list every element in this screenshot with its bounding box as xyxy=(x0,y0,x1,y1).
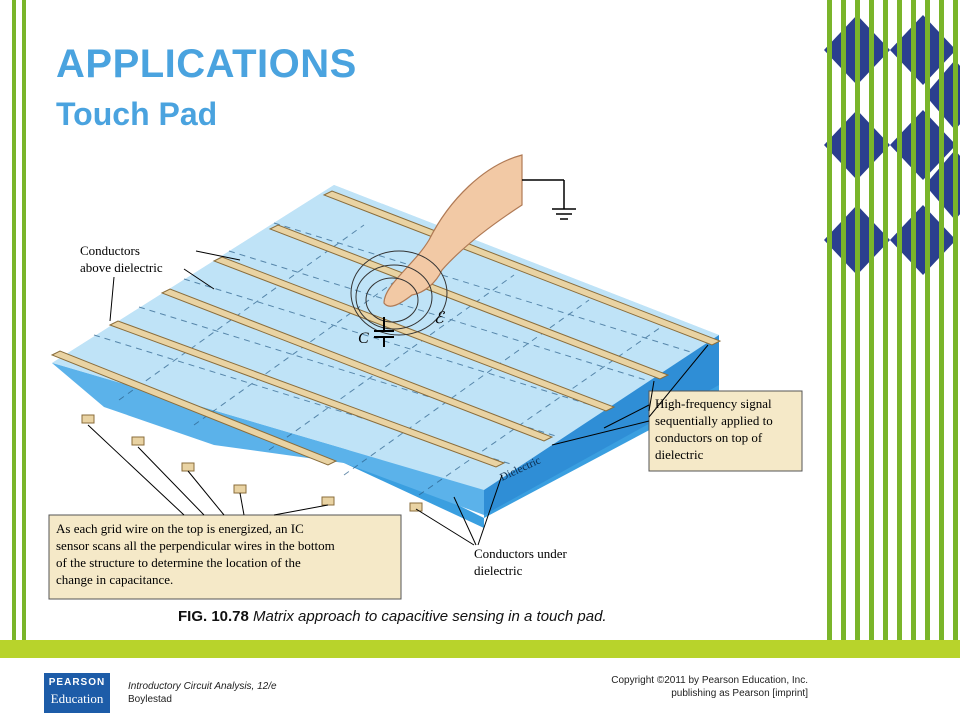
copyright-line-2: publishing as Pearson [imprint] xyxy=(671,688,808,699)
touch-pad-figure: C ℰ Dielectric Conductors above dielectr… xyxy=(44,145,816,610)
decorative-pattern xyxy=(815,0,960,640)
copyright: Copyright ©2011 by Pearson Education, In… xyxy=(611,674,808,700)
conductors-above-label-2: above dielectric xyxy=(80,260,163,275)
dielectric-front xyxy=(484,335,719,515)
signal-label-2: sequentially applied to xyxy=(655,413,773,428)
book-title: Introductory Circuit Analysis, 12/e xyxy=(128,681,277,692)
conductors-under-label-1: Conductors under xyxy=(474,546,567,561)
book-info: Introductory Circuit Analysis, 12/e Boyl… xyxy=(128,680,277,706)
pearson-logo: PEARSON Education xyxy=(44,673,110,713)
bottom-band xyxy=(0,640,960,658)
capacitor-label: C xyxy=(358,330,369,347)
sensor-label-3: of the structure to determine the locati… xyxy=(56,555,301,570)
copyright-line-1: Copyright ©2011 by Pearson Education, In… xyxy=(611,675,808,686)
signal-label-box xyxy=(648,390,803,472)
logo-line-2: Education xyxy=(50,691,104,706)
signal-label-4: dielectric xyxy=(655,447,704,462)
caption-text: Matrix approach to capacitive sensing in… xyxy=(248,608,607,625)
sensor-label-box xyxy=(48,514,402,600)
sensor-label-4: change in capacitance. xyxy=(56,572,173,587)
footer xyxy=(0,658,960,720)
left-stripe xyxy=(12,0,16,640)
signal-label-3: conductors on top of xyxy=(655,430,763,445)
field-label: ℰ xyxy=(434,310,446,327)
figure-number: FIG. 10.78 xyxy=(178,608,249,625)
slide-subtitle: Touch Pad xyxy=(56,96,218,132)
slide-title: APPLICATIONS xyxy=(56,42,357,86)
figure-caption: FIG. 10.78 Matrix approach to capacitive… xyxy=(178,608,607,625)
finger xyxy=(383,154,576,307)
logo-line-1: PEARSON xyxy=(48,677,106,688)
signal-label-1: High-frequency signal xyxy=(655,396,772,411)
top-conductors xyxy=(50,190,722,468)
sensor-label-2: sensor scans all the perpendicular wires… xyxy=(56,538,335,553)
book-author: Boylestad xyxy=(128,694,172,705)
conductors-under-label-2: dielectric xyxy=(474,563,523,578)
left-stripe xyxy=(22,0,26,640)
conductors-above-label-1: Conductors xyxy=(80,243,140,258)
sensor-label-1: As each grid wire on the top is energize… xyxy=(56,521,304,536)
